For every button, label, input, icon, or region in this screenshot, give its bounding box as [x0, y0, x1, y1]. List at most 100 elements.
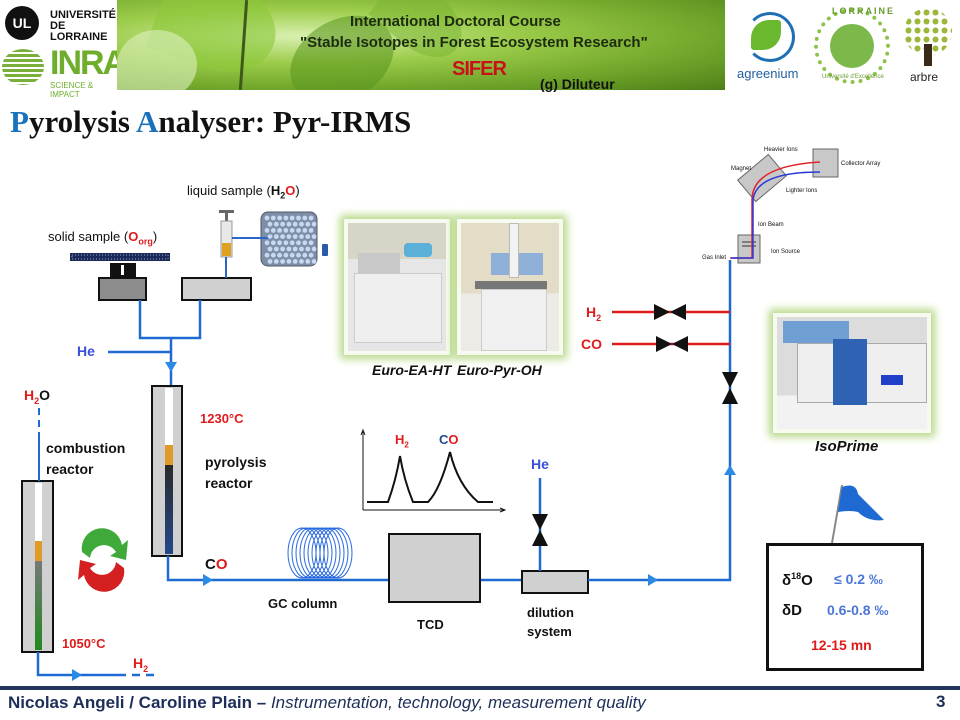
vial-slot — [277, 240, 282, 246]
d18o-precision-value: ≤ 0.2 ‰ — [834, 571, 883, 587]
ion-beam-label: Ion Beam — [758, 222, 784, 228]
flow-arrow-icon — [724, 465, 736, 475]
magnet-label: Magnet — [731, 166, 752, 172]
vial-slot — [296, 240, 301, 246]
ul-text-line2: DE LORRAINE — [50, 20, 108, 43]
banner-subtitle: (g) Diluteur — [540, 76, 615, 92]
vial-slot — [308, 240, 314, 246]
flow-arrow-icon — [648, 574, 658, 586]
vial-slot — [280, 259, 285, 264]
dd-precision-value: 0.6-0.8 ‰ — [827, 602, 889, 618]
vial-slot — [302, 240, 308, 246]
vial-slot — [273, 246, 279, 252]
vial-slot — [267, 246, 273, 252]
vial-slot — [286, 246, 292, 252]
solid-sampler — [70, 253, 170, 301]
flow-arrow-icon — [72, 669, 82, 681]
vial-slot — [289, 252, 295, 258]
pyrolysis-co-output: CO — [205, 556, 228, 573]
tcd-detector — [388, 533, 481, 603]
h2-reference-label: H2 — [586, 304, 602, 323]
vial-slot — [280, 221, 285, 227]
vial-slot — [302, 215, 308, 221]
flag-icon — [831, 484, 884, 544]
footer-credit: Nicolas Angeli / Caroline Plain – Instru… — [8, 693, 646, 712]
combustion-product-label: H2O — [24, 387, 51, 406]
lorraine-subtext: Université d'Excellence — [822, 74, 884, 80]
dilution-system-box — [521, 570, 589, 594]
main-flow-line — [166, 556, 388, 582]
chromatogram-co-peak-label: CO — [439, 432, 459, 447]
ul-mark-icon: UL — [5, 6, 39, 40]
vial-slot — [305, 259, 311, 264]
vial-slot — [311, 221, 317, 227]
footer-authors: Nicolas Angeli / Caroline Plain — [8, 693, 253, 712]
agreenium-mark-icon — [745, 12, 795, 62]
gc-column-label: GC column — [268, 596, 338, 611]
dd-label: δD — [782, 602, 802, 619]
vial-slot — [273, 234, 279, 240]
vial-slot — [289, 228, 295, 233]
universite-lorraine-logo: UL UNIVERSITÉ DE LORRAINE — [2, 2, 117, 43]
vial-slot — [305, 221, 311, 227]
course-acronym: SIFER — [452, 58, 507, 80]
vial-slot — [302, 228, 308, 233]
vial-slot — [299, 246, 304, 252]
tcd-label: TCD — [417, 617, 444, 632]
head-gears-icon — [830, 24, 874, 68]
ul-text-line1: UNIVERSITÉ — [50, 9, 117, 21]
gas-inlet-label: Gas Inlet — [702, 255, 727, 261]
analysis-duration: 12-15 mn — [811, 637, 872, 653]
vial-slot — [299, 234, 304, 240]
arbre-logo: arbre — [898, 4, 958, 88]
carrier-gas-lines — [108, 300, 202, 388]
gc-column-coil-icon — [287, 527, 353, 579]
vial-slot — [270, 252, 276, 258]
vial-slot — [299, 221, 304, 227]
co-reference-label: CO — [581, 336, 602, 352]
chromatogram-plot — [360, 428, 507, 513]
arbre-text: arbre — [910, 70, 939, 84]
inra-mark-icon — [2, 49, 44, 85]
vial-slot — [292, 246, 298, 252]
euro-pyr-oh-label: Euro-Pyr-OH — [457, 362, 542, 378]
vial-slot — [273, 259, 279, 264]
combustion-reactor — [21, 480, 54, 653]
inra-text: INRA — [50, 44, 127, 82]
irms-schematic — [730, 148, 839, 264]
vial-slot — [296, 215, 301, 221]
vial-slot — [267, 234, 273, 240]
valve-icon[interactable] — [654, 304, 686, 320]
vial-slot — [283, 252, 289, 258]
vial-slot — [292, 221, 298, 227]
vial-slot — [292, 234, 298, 240]
solid-sample-label: solid sample (Oorg) — [48, 229, 158, 247]
d18o-label: δ18O — [782, 571, 813, 589]
lighter-ions-label: Lighter Ions — [786, 188, 818, 194]
combustion-temperature: 1050°C — [62, 636, 106, 651]
vial-slot — [286, 221, 292, 227]
leaves-background-image — [117, 0, 725, 90]
footer-divider — [0, 686, 960, 690]
vial-slot — [267, 259, 273, 264]
course-title-line1: International Doctoral Course — [350, 13, 561, 30]
vial-slot — [283, 228, 289, 233]
precision-summary-box: δ18O ≤ 0.2 ‰ δD 0.6-0.8 ‰ 12-15 mn — [766, 543, 924, 671]
vial-slot — [305, 234, 311, 240]
vial-slot — [305, 246, 311, 252]
switch-cycle-icon — [78, 528, 128, 592]
euro-pyr-oh-photo — [457, 219, 563, 355]
inra-tagline: SCIENCE & IMPACT — [50, 81, 94, 99]
vial-slot — [283, 240, 289, 246]
vial-slot — [311, 234, 317, 240]
valve-icon[interactable] — [656, 336, 688, 352]
vial-slot — [277, 252, 282, 258]
isoprime-photo — [773, 313, 931, 433]
vial-slot — [280, 246, 285, 252]
header-banner: UL UNIVERSITÉ DE LORRAINE INRA SCIENCE &… — [0, 0, 960, 99]
liquid-injector-block — [181, 277, 252, 301]
valve-icon[interactable] — [722, 372, 738, 404]
valve-icon[interactable] — [532, 514, 548, 546]
